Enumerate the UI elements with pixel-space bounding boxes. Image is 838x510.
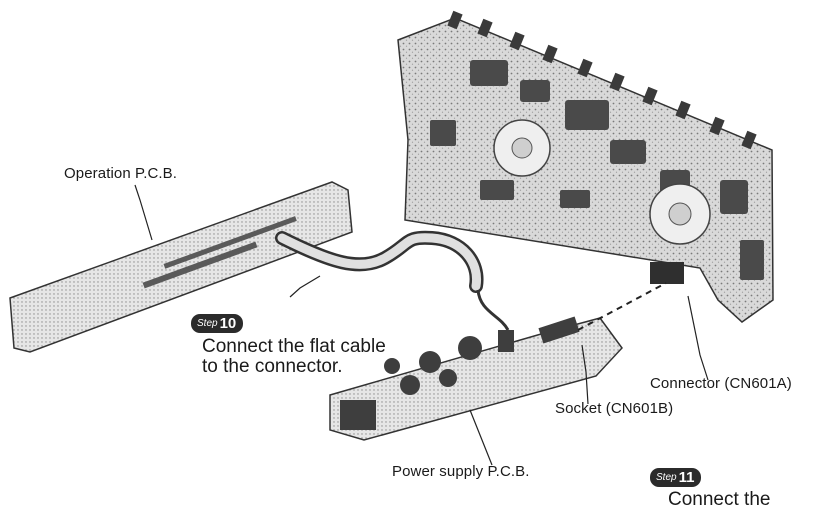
step-word: Step bbox=[197, 318, 218, 329]
operation-pcb-label: Operation P.C.B. bbox=[64, 165, 178, 182]
step-10-instruction: Connect the flat cable to the connector. bbox=[202, 337, 386, 377]
power-supply-pcb bbox=[329, 316, 623, 441]
main-board bbox=[397, 10, 774, 323]
socket-label: Socket (CN601B) bbox=[555, 400, 674, 417]
power-supply-label: Power supply P.C.B. bbox=[392, 463, 530, 480]
step-11-badge: Step 11 bbox=[650, 468, 702, 487]
step-11-instruction: Connect the bbox=[668, 490, 770, 510]
step-10-badge: Step 10 bbox=[191, 314, 244, 333]
instruction-line: to the connector. bbox=[202, 356, 343, 377]
instruction-line: Connect the bbox=[668, 489, 771, 510]
step-number: 11 bbox=[678, 469, 695, 486]
operation-pcb bbox=[9, 181, 353, 353]
step-word: Step bbox=[656, 472, 677, 483]
instruction-line: Connect the flat cable bbox=[202, 336, 386, 357]
connector-label: Connector (CN601A) bbox=[650, 375, 792, 392]
step-number: 10 bbox=[219, 315, 237, 332]
